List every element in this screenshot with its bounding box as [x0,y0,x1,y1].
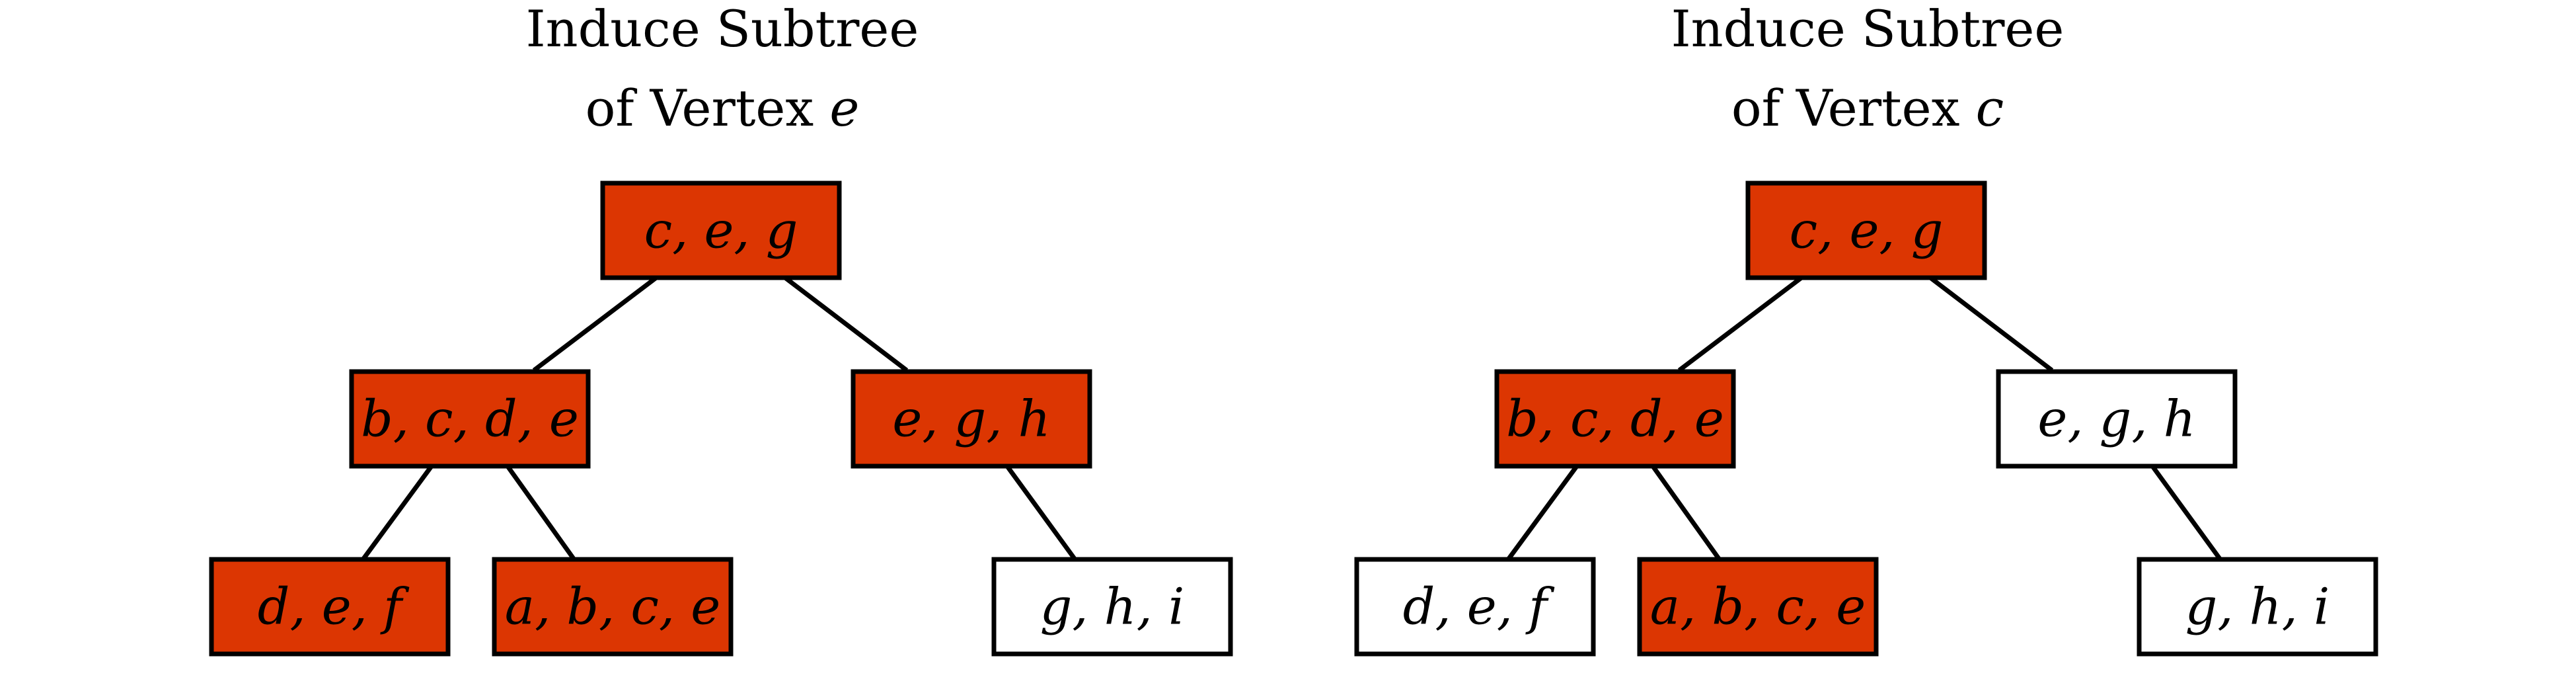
right-edge-left-to-left-left [1507,464,1579,561]
left-edge-root-to-right [783,276,909,372]
left-edge-left-to-left-right [506,464,576,561]
right-node-box-root [1745,181,1987,280]
left-node-label-left: b, c, d, e [361,389,579,448]
left-node-left-left: d, e, f [209,557,451,657]
right-node-box-left-left [1354,557,1596,657]
left-node-right-child: g, h, i [991,557,1233,657]
left-title-prefix: of Vertex [586,79,830,138]
left-node-left: b, c, d, e [349,369,591,469]
right-title-vertex: c [1976,79,2004,138]
right-tree-diagram: Induce Subtree of Vertex c c, e, g b, c, … [1354,0,2378,657]
right-node-label-right-child: g, h, i [2185,577,2330,636]
right-edge-right-to-right-child [2150,464,2222,561]
right-title-prefix: of Vertex [1731,79,1976,138]
left-tree-diagram: Induce Subtree of Vertex e c, e, g b, c, … [209,0,1233,657]
right-node-box-right [1996,369,2238,469]
right-node-label-left: b, c, d, e [1506,389,1724,448]
left-tree-edges [361,276,1077,561]
right-title-line-2: of Vertex c [1731,79,2004,138]
right-node-box-left [1494,369,1736,469]
right-tree-edges [1507,276,2222,561]
left-node-box-root [600,181,842,280]
right-edge-left-to-left-right [1651,464,1721,561]
left-edge-left-to-left-left [361,464,434,561]
right-tree-nodes: c, e, g b, c, d, e e, g, h d, e, f a, b, c, … [1354,181,2378,657]
right-node-left-right: a, b, c, e [1637,557,1879,657]
left-node-right: e, g, h [851,369,1092,469]
left-node-box-right [851,369,1092,469]
left-node-label-root: c, e, g [644,201,798,260]
left-node-label-left-right: a, b, c, e [505,577,720,636]
left-edge-root-to-left [532,276,658,372]
left-node-label-right: e, g, h [892,389,1050,448]
right-node-left-left: d, e, f [1354,557,1596,657]
left-edge-right-to-right-child [1005,464,1077,561]
left-node-left-right: a, b, c, e [492,557,734,657]
right-node-right: e, g, h [1996,369,2238,469]
left-node-box-left-left [209,557,451,657]
left-node-root: c, e, g [600,181,842,280]
left-title-line-1: Induce Subtree [526,0,919,58]
right-node-label-right: e, g, h [2037,389,2195,448]
left-node-box-left-right [492,557,734,657]
left-node-label-right-child: g, h, i [1040,577,1185,636]
right-node-box-right-child [2137,557,2378,657]
left-title-vertex: e [829,79,859,138]
right-edge-root-to-right [1928,276,2054,372]
left-tree-nodes: c, e, g b, c, d, e e, g, h d, e, f a, b, c, … [209,181,1233,657]
right-node-left: b, c, d, e [1494,369,1736,469]
right-edge-root-to-left [1677,276,1803,372]
left-node-label-left-left: d, e, f [258,577,410,636]
right-node-label-left-right: a, b, c, e [1650,577,1866,636]
right-node-label-root: c, e, g [1790,201,1944,260]
right-node-right-child: g, h, i [2137,557,2378,657]
right-node-box-left-right [1637,557,1879,657]
right-node-root: c, e, g [1745,181,1987,280]
right-node-label-left-left: d, e, f [1403,577,1555,636]
right-title-line-1: Induce Subtree [1671,0,2065,58]
left-node-box-right-child [991,557,1233,657]
left-title-line-2: of Vertex e [586,79,860,138]
left-node-box-left [349,369,591,469]
